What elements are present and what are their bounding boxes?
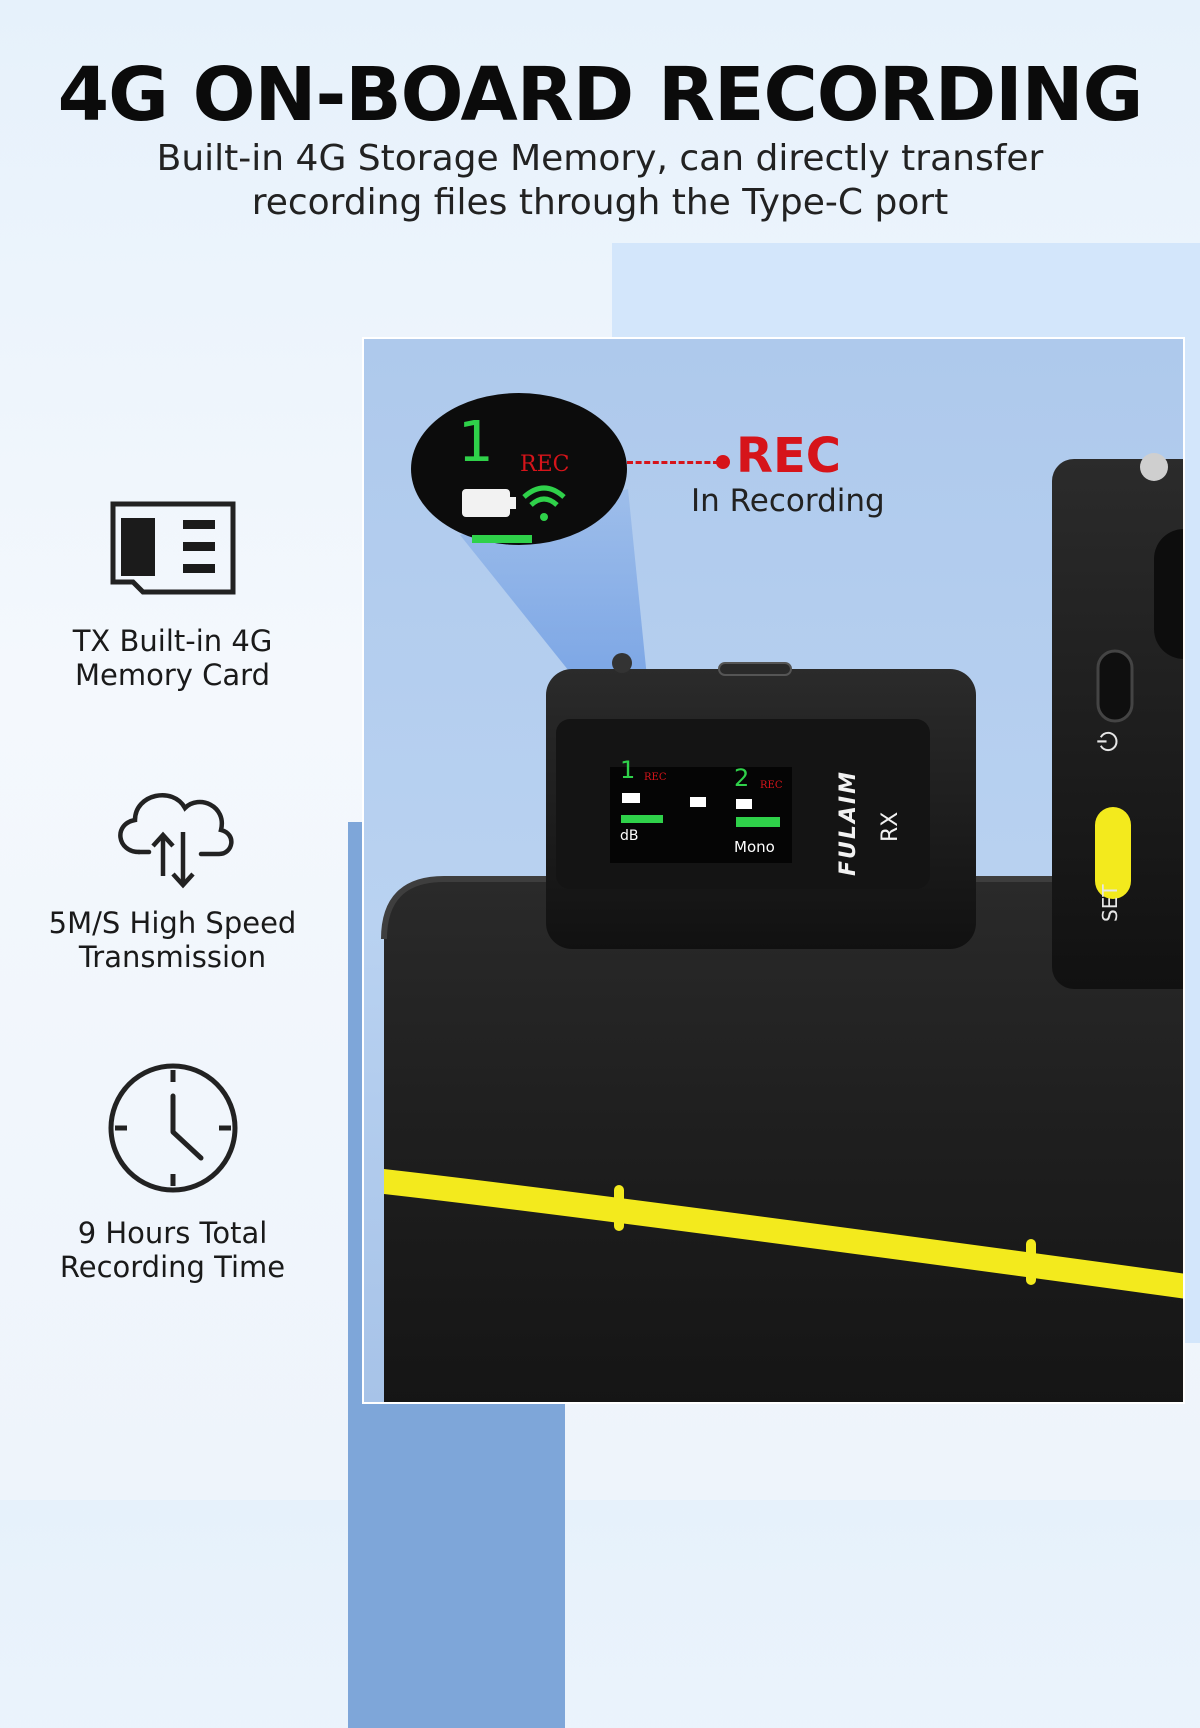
page-subtitle: Built-in 4G Storage Memory, can directly… (0, 137, 1200, 225)
rec-label: REC (736, 428, 841, 484)
product-illustration (381, 393, 1183, 1402)
feature-label: 9 Hours Total Recording Time (59, 1216, 286, 1284)
tx-set-label: SET (1098, 884, 1122, 922)
rx-brand: FULAIM (836, 769, 861, 876)
callout-leader-line (627, 461, 719, 464)
rx-ch2-rec: REC (760, 780, 783, 791)
transmitter (1052, 453, 1183, 989)
rec-sublabel: In Recording (691, 483, 885, 519)
rx-ch2-mode: Mono (734, 838, 775, 856)
rec-indicator-dot (716, 455, 730, 469)
rx-ch2-number: 2 (734, 764, 750, 792)
feature-label: TX Built-in 4G Memory Card (72, 624, 273, 692)
zoom-rec-status: REC (520, 452, 570, 477)
clock-icon (108, 1063, 237, 1193)
tx-power-icon: ⏻ (1093, 731, 1124, 752)
feature-transmission: 5M/S High Speed Transmission (30, 780, 315, 974)
rx-ch1-rec: REC (644, 772, 667, 783)
receiver (546, 653, 976, 949)
page-title: 4G ON-BOARD RECORDING (57, 52, 1144, 138)
rx-ch1-number: 1 (620, 756, 636, 784)
feature-recording-time: 9 Hours Total Recording Time (30, 1058, 315, 1284)
product-photo (362, 337, 1185, 1404)
subtitle-line-1: Built-in 4G Storage Memory, can directly… (156, 138, 1044, 179)
zoom-channel-number: 1 (458, 410, 494, 475)
case-yellow-band (384, 1169, 1183, 1299)
charging-case (384, 879, 1183, 1402)
zoom-callout (411, 393, 627, 545)
feature-memory-card: TX Built-in 4G Memory Card (30, 500, 315, 692)
rx-ch1-meter-label: dB (620, 828, 639, 844)
subtitle-line-2: recording files through the Type-C port (251, 182, 949, 223)
cloud-transfer-icon (117, 792, 233, 889)
rx-model: RX (878, 811, 903, 842)
memory-card-icon (110, 501, 235, 595)
feature-label: 5M/S High Speed Transmission (48, 906, 297, 974)
